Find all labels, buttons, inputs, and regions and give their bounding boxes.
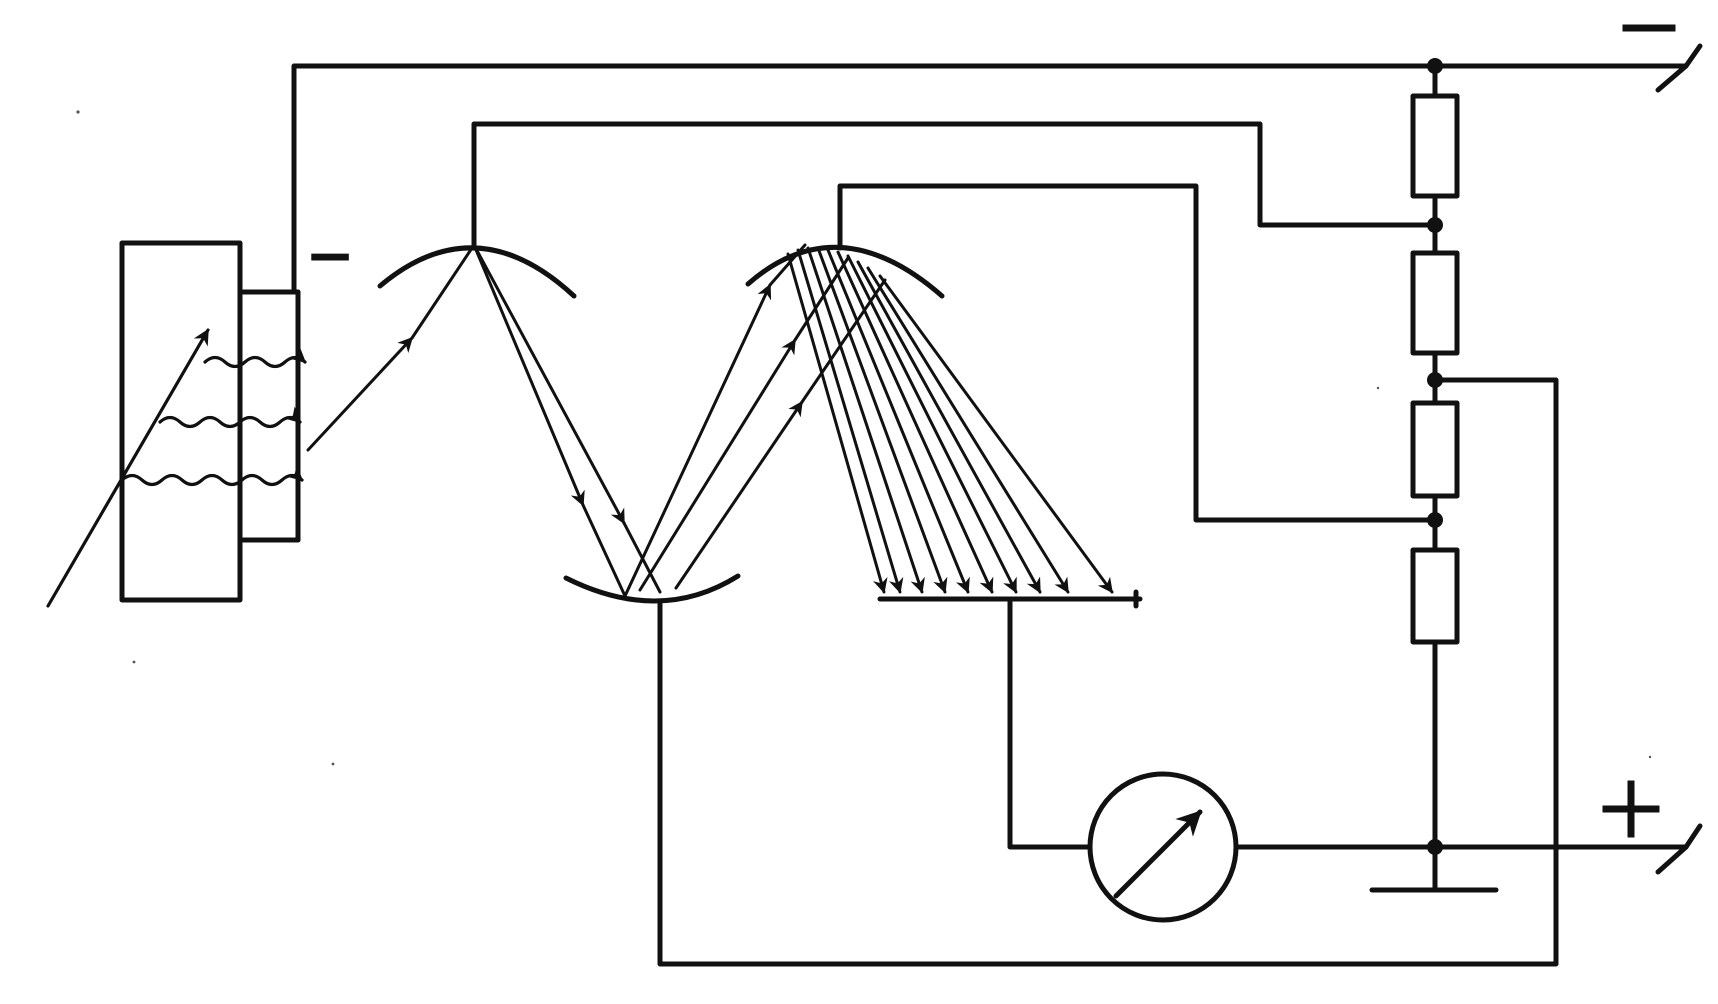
galvanometer-body xyxy=(1087,771,1239,923)
electron-trajectories xyxy=(306,243,1114,598)
terminal-negative xyxy=(1622,24,1703,93)
resistor-2 xyxy=(1410,250,1460,356)
junctions xyxy=(1427,58,1443,855)
light-photon-2 xyxy=(158,406,302,429)
anode-wire xyxy=(1007,596,1093,850)
dynode-1-wire xyxy=(471,121,1438,248)
resistor-4 xyxy=(1410,547,1460,645)
dynodes xyxy=(377,244,1143,609)
wiring xyxy=(291,63,1689,967)
dynode-2 xyxy=(563,573,741,604)
negative-terminal-icon xyxy=(1655,43,1703,93)
resistor-1 xyxy=(1410,93,1460,199)
incident-particle-arrow xyxy=(46,328,210,608)
scintillator xyxy=(46,240,307,608)
voltage-divider xyxy=(1369,63,1499,893)
dynode-2-wire xyxy=(657,377,1559,967)
terminal-positive xyxy=(1602,780,1703,875)
light-photon-1 xyxy=(203,346,307,369)
galvanometer xyxy=(1087,771,1239,923)
galvanometer-arrow-icon xyxy=(1113,809,1203,899)
dynode-3-wire xyxy=(837,183,1438,523)
photocathode-polarity: − xyxy=(305,221,355,291)
photoelectron-ray xyxy=(306,336,414,452)
cathode-wire xyxy=(291,63,1689,295)
scan-specks xyxy=(76,110,1652,766)
resistor-3 xyxy=(1410,400,1460,499)
positive-terminal-icon xyxy=(1655,823,1703,875)
light-photon-3 xyxy=(120,464,304,487)
